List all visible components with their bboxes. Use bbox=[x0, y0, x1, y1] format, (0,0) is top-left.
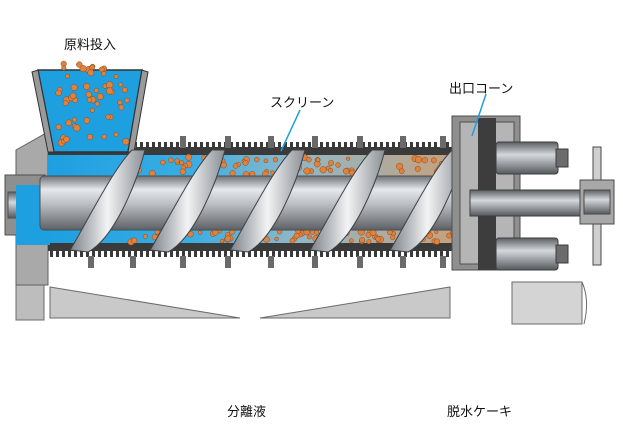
screen-label: スクリーン bbox=[270, 96, 335, 111]
outlet-cone-pointer-line bbox=[471, 93, 487, 137]
dewatered-cake-label: 脱水ケーキ bbox=[447, 405, 513, 420]
screw-conveyor-icon bbox=[69, 149, 466, 253]
outlet-cone-label: 出口コーン bbox=[449, 82, 514, 97]
filtrate-label: 分離液 bbox=[227, 405, 267, 420]
feed-inlet-label: 原料投入 bbox=[64, 38, 117, 53]
gear-wheel-icon bbox=[579, 146, 615, 266]
base-frame bbox=[15, 281, 588, 325]
screen-pointer-line bbox=[280, 109, 301, 152]
feed-hopper bbox=[31, 69, 149, 153]
motor-cylinder-icon bbox=[469, 141, 591, 271]
